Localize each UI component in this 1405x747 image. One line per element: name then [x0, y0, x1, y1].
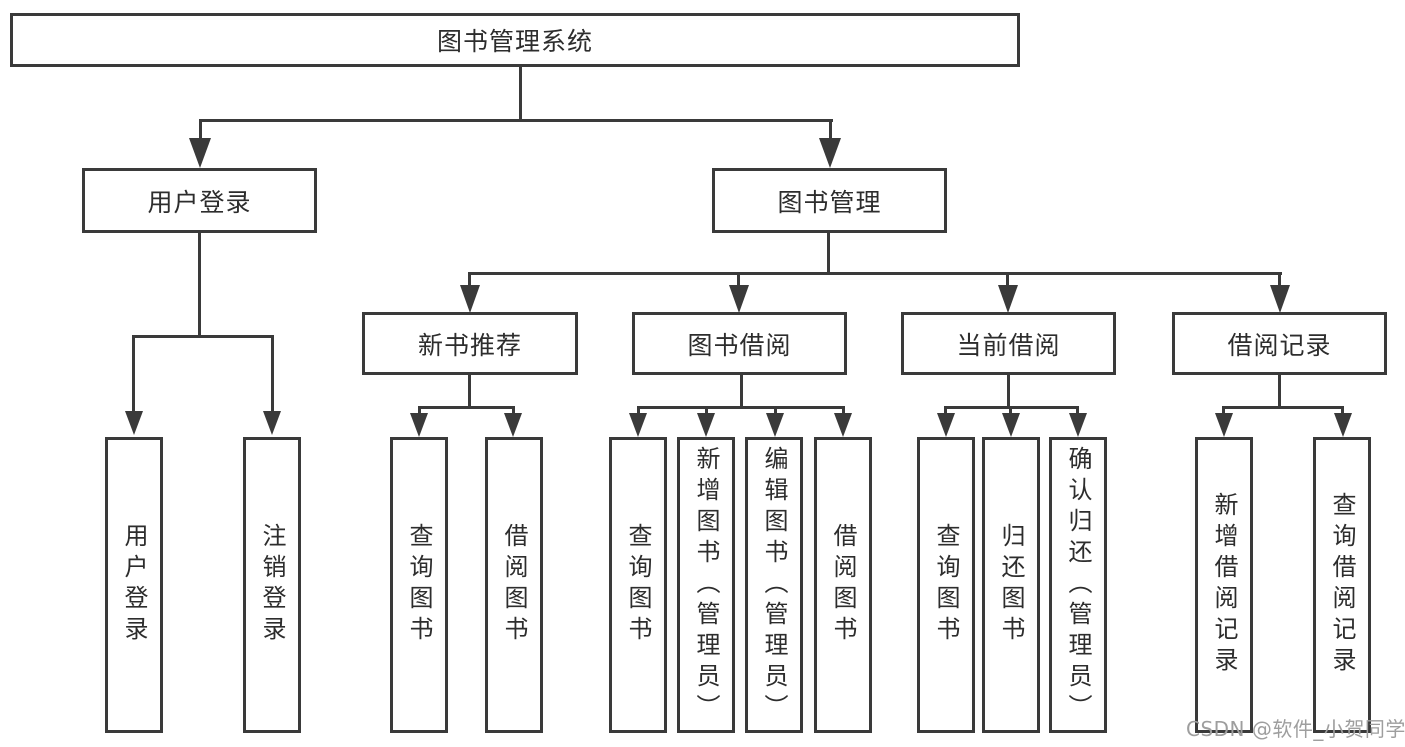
connector-current-borrow-stub [1006, 272, 1009, 288]
node-book-borrowing: 图书借阅 [632, 312, 847, 375]
csdn-watermark: CSDN @软件_小贺同学 [1186, 717, 1405, 741]
arrow-down-icon [1002, 413, 1020, 437]
arrow-down-icon [834, 413, 852, 437]
leaf-return-books: 归还图书 [982, 437, 1040, 733]
arrow-down-icon [1215, 413, 1233, 437]
connector-borrow-record-stem [1278, 373, 1281, 409]
leaf-label: 用户登录 [120, 523, 148, 647]
node-label: 新书推荐 [417, 330, 522, 360]
arrow-down-icon [937, 413, 955, 437]
connector-user-login-branch [132, 335, 274, 338]
node-library-management-system: 图书管理系统 [10, 13, 1020, 67]
node-label: 借阅记录 [1227, 330, 1332, 360]
connector-book-borrow-branch [637, 406, 845, 409]
connector-leaf-stub [705, 406, 708, 416]
arrow-down-icon [460, 285, 480, 313]
connector-leaf-stub [774, 406, 777, 416]
leaf-label: 查询图书 [405, 523, 433, 647]
connector-leaf-stub [1341, 406, 1344, 416]
arrow-down-icon [189, 138, 211, 168]
leaf-label: 借阅图书 [829, 523, 857, 647]
connector-leaf-stub [1009, 406, 1012, 416]
node-current-borrowing: 当前借阅 [901, 312, 1116, 375]
leaf-query-books-current: 查询图书 [917, 437, 975, 733]
arrow-down-icon [1270, 285, 1290, 313]
node-label: 图书借阅 [687, 330, 792, 360]
connector-leaf-stub [132, 335, 135, 413]
connector-user-login-stem [198, 232, 201, 338]
connector-current-borrow-stem [1007, 373, 1010, 409]
leaf-edit-books-admin: 编辑图书（管理员） [745, 437, 803, 733]
leaf-label: 查询图书 [932, 523, 960, 647]
connector-leaf-stub [637, 406, 640, 416]
leaf-label: 注销登录 [258, 523, 286, 647]
connector-book-borrow-stub [737, 272, 740, 288]
leaf-label: 确认归还（管理员） [1064, 445, 1092, 725]
arrow-down-icon [504, 413, 522, 437]
node-borrowing-records: 借阅记录 [1172, 312, 1387, 375]
connector-new-book-stem [468, 373, 471, 409]
arrow-down-icon [410, 413, 428, 437]
connector-leaf-stub [418, 406, 421, 416]
leaf-logout: 注销登录 [243, 437, 301, 733]
connector-leaf-stub [944, 406, 947, 416]
connector-user-login-stub [199, 119, 202, 141]
arrow-down-icon [998, 285, 1018, 313]
connector-leaf-stub [512, 406, 515, 416]
leaf-query-books-borrow: 查询图书 [609, 437, 667, 733]
connector-borrow-record-stub [1278, 272, 1281, 288]
connector-borrow-record-branch [1222, 406, 1344, 409]
leaf-add-borrow-record: 新增借阅记录 [1195, 437, 1253, 733]
node-book-management: 图书管理 [712, 168, 947, 233]
connector-book-management-stem [827, 232, 830, 275]
connector-leaf-stub [271, 335, 274, 413]
node-new-book-recommend: 新书推荐 [362, 312, 578, 375]
arrow-down-icon [1069, 413, 1087, 437]
connector-leaf-stub [1076, 406, 1079, 416]
leaf-label: 归还图书 [997, 523, 1025, 647]
arrow-down-icon [125, 411, 143, 435]
node-label: 图书管理 [777, 187, 882, 217]
connector-book-borrow-stem [740, 373, 743, 409]
leaf-label: 新增借阅记录 [1210, 492, 1238, 678]
connector-leaf-stub [842, 406, 845, 416]
arrow-down-icon [766, 413, 784, 437]
connector-new-book-branch [418, 406, 515, 409]
arrow-down-icon [697, 413, 715, 437]
arrow-down-icon [819, 138, 841, 168]
arrow-down-icon [1334, 413, 1352, 437]
leaf-label: 编辑图书（管理员） [760, 445, 788, 725]
arrow-down-icon [729, 285, 749, 313]
connector-new-book-stub [468, 272, 471, 288]
node-label: 用户登录 [147, 187, 252, 217]
arrow-down-icon [263, 411, 281, 435]
connector-level3-branch [469, 272, 1282, 275]
leaf-label: 借阅图书 [500, 523, 528, 647]
leaf-query-books-recommend: 查询图书 [390, 437, 448, 733]
leaf-label: 查询借阅记录 [1328, 492, 1356, 678]
leaf-borrow-books-recommend: 借阅图书 [485, 437, 543, 733]
node-label: 当前借阅 [956, 330, 1061, 360]
connector-leaf-stub [1222, 406, 1225, 416]
connector-root-branch [199, 119, 833, 122]
leaf-add-books-admin: 新增图书（管理员） [677, 437, 735, 733]
leaf-label: 新增图书（管理员） [692, 445, 720, 725]
connector-book-management-stub [829, 119, 832, 141]
leaf-borrow-books: 借阅图书 [814, 437, 872, 733]
connector-root-stem [519, 67, 522, 122]
leaf-query-borrow-record: 查询借阅记录 [1313, 437, 1371, 733]
leaf-confirm-return-admin: 确认归还（管理员） [1049, 437, 1107, 733]
leaf-label: 查询图书 [624, 523, 652, 647]
leaf-user-login: 用户登录 [105, 437, 163, 733]
arrow-down-icon [629, 413, 647, 437]
node-label: 图书管理系统 [436, 27, 593, 56]
node-user-login: 用户登录 [82, 168, 317, 233]
